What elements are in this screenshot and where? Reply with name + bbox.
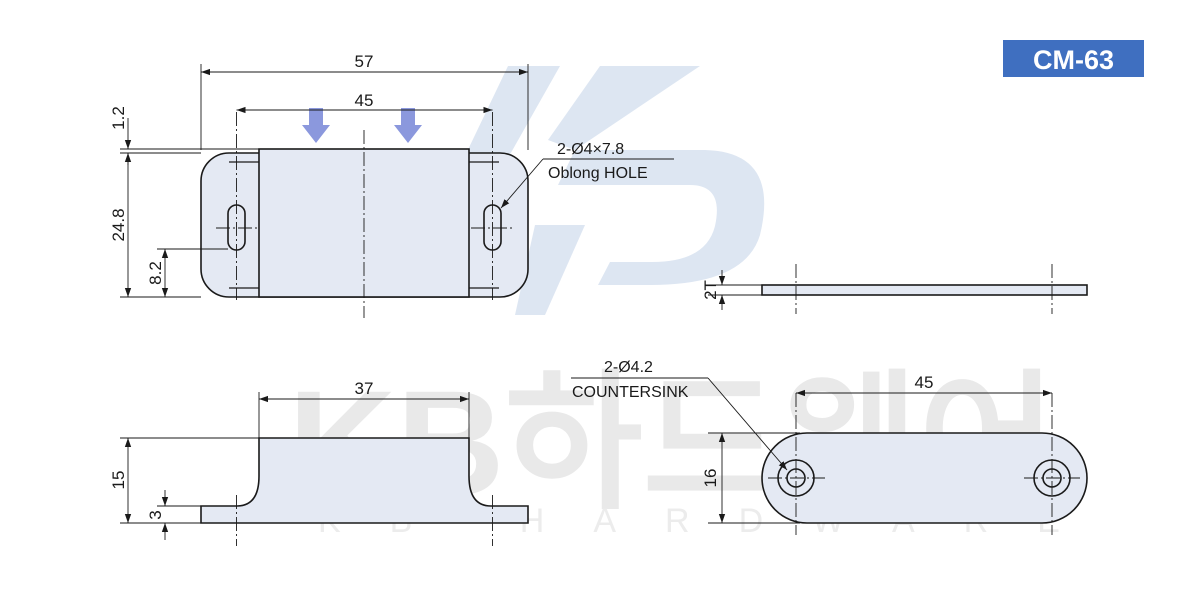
plate-outline [761, 432, 1088, 524]
dim-hole-spacing: 45 [355, 91, 374, 110]
badge-label: CM-63 [1033, 45, 1114, 75]
dim-base: 3 [146, 510, 165, 519]
top-view: 57 45 1.2 24.8 8.2 2-Ø4×7.8 Oblong HOLE [109, 52, 674, 318]
push-arrow-icon [394, 108, 422, 143]
dim-height: 24.8 [109, 208, 128, 241]
plate-view: 45 16 2-Ø4.2 COUNTERSINK [571, 359, 1088, 535]
dim-hole-height: 8.2 [146, 261, 165, 285]
dim-offset: 1.2 [109, 106, 128, 130]
dim-height: 15 [109, 471, 128, 490]
side-view: 2T [701, 264, 1088, 314]
dim-thickness: 2T [701, 280, 720, 300]
dim-overall-width: 57 [355, 52, 374, 71]
dim-hole-spacing: 45 [915, 373, 934, 392]
front-view-profile [200, 437, 529, 524]
dim-top-width: 37 [355, 379, 374, 398]
push-arrow-icon [302, 108, 330, 143]
front-view: 37 15 3 [109, 379, 529, 546]
hole-spec-label: 2-Ø4×7.8 [557, 141, 624, 158]
hole-type-label: Oblong HOLE [548, 165, 648, 182]
countersink-spec-label: 2-Ø4.2 [604, 359, 653, 376]
push-arrows [302, 108, 422, 143]
model-badge: CM-63 [1003, 40, 1144, 77]
dim-height: 16 [701, 469, 720, 488]
badge-background [1003, 40, 1144, 77]
countersink-type-label: COUNTERSINK [572, 384, 689, 401]
side-view-plate [761, 284, 1088, 296]
